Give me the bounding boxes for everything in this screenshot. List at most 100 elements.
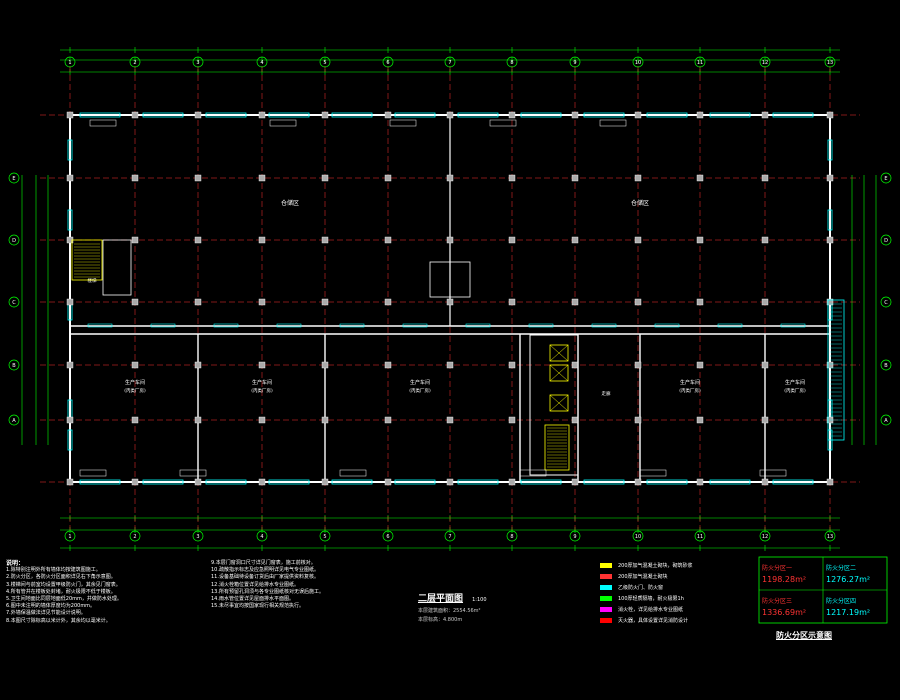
- grid-bubble-label: 10: [635, 60, 641, 66]
- column: [508, 478, 516, 486]
- note-line: 12.消火栓箱位置详见给排水专业图纸。: [211, 581, 299, 588]
- room-labels: 仓储区 仓储区 生产车间 (丙类厂房) 生产车间 (丙类厂房) 生产车间 (丙类…: [88, 199, 806, 397]
- room-label-bottom-5-sub: (丙类厂房): [784, 387, 806, 394]
- grid-bubble-label: 3: [196, 534, 199, 540]
- grid-bubble-label: D: [884, 238, 888, 244]
- column: [761, 361, 769, 369]
- legend-swatch: [600, 563, 612, 568]
- grid-bubble: [129, 56, 141, 68]
- legend-text: 灭火器，具体设置详见消防设计: [618, 618, 689, 624]
- door-tag: [599, 119, 627, 127]
- notes-right-column: 9.本层门窗洞口尺寸详见门窗表，施工前核对。10.疏散指示标志及应急照明详见电气…: [211, 560, 421, 610]
- column: [508, 236, 516, 244]
- grid-bubble-label: 13: [827, 534, 833, 540]
- grid-bubble-label: 2: [133, 60, 136, 66]
- window: [520, 112, 562, 118]
- shaft: [429, 261, 471, 298]
- column: [571, 111, 579, 119]
- column: [66, 111, 74, 119]
- column: [194, 478, 202, 486]
- window: [709, 112, 751, 118]
- door-tag: [179, 469, 207, 477]
- fire-zone-caption: 防火分区示意图: [776, 631, 832, 640]
- column: [258, 111, 266, 119]
- window: [772, 479, 814, 485]
- column: [321, 478, 329, 486]
- elevator: [549, 344, 569, 362]
- column: [384, 174, 392, 182]
- column: [446, 174, 454, 182]
- grid-bubble: [382, 530, 394, 542]
- column: [446, 478, 454, 486]
- grid-bubble-label: C: [12, 300, 16, 306]
- window: [520, 479, 562, 485]
- window: [268, 479, 310, 485]
- fire-zone-name: 防火分区二: [826, 564, 856, 572]
- column: [826, 174, 834, 182]
- legend-text: 200厚加气混凝土砌块，砌筑砂浆: [618, 563, 693, 569]
- column: [761, 478, 769, 486]
- column: [321, 111, 329, 119]
- column: [696, 298, 704, 306]
- door-tag: [759, 469, 787, 477]
- grid-bubble-label: E: [884, 176, 887, 182]
- grid-bubble-label: 8: [510, 60, 513, 66]
- column: [258, 174, 266, 182]
- grid-bubble-label: 4: [260, 60, 263, 66]
- column: [696, 361, 704, 369]
- fire-zone-name: 防火分区一: [762, 564, 792, 572]
- grid-bubble-label: 9: [573, 60, 576, 66]
- note-line: 11.设备基础待设备订货后由厂家提供资料复核。: [211, 574, 319, 581]
- door-tag: [89, 119, 117, 127]
- grid-bubble-label: 5: [323, 534, 326, 540]
- window: [276, 323, 302, 328]
- column: [194, 416, 202, 424]
- room-label-top-right: 仓储区: [631, 199, 649, 207]
- column: [761, 298, 769, 306]
- grid-bubble: [569, 530, 581, 542]
- note-line: 10.疏散指示标志及应急照明详见电气专业图纸。: [211, 567, 319, 574]
- column: [194, 298, 202, 306]
- note-line: 7.外墙保温做法详见节能设计说明。: [6, 610, 86, 617]
- grid-bubble: [824, 530, 836, 542]
- window: [79, 112, 121, 118]
- window: [79, 479, 121, 485]
- window: [205, 479, 247, 485]
- note-line: 5.卫生间地面比同层地面低20mm，并做防水处理。: [6, 596, 122, 603]
- grid-bubble: [632, 530, 644, 542]
- grid-bubble-label: 3: [196, 60, 199, 66]
- column: [446, 361, 454, 369]
- legend-item: 200厚加气混凝土砌块，砌筑砂浆: [600, 560, 750, 571]
- grid-bubble-label: B: [12, 363, 16, 369]
- door-tag: [339, 469, 367, 477]
- grid-bubble: [129, 530, 141, 542]
- window: [457, 479, 499, 485]
- fire-zone-grid: 防火分区一1198.28m²防火分区二1276.27m²防火分区三1336.69…: [758, 556, 888, 624]
- window: [213, 323, 239, 328]
- legend-text: 乙级防火门、防火窗: [618, 585, 664, 591]
- design-notes: 说明： 1.除特别注明外所有墙体均按建筑图施工。2.防火分区，各防火分区面积详见…: [6, 560, 426, 625]
- elevator-cross: [549, 394, 569, 412]
- column: [508, 416, 516, 424]
- grid-bubble: [694, 530, 706, 542]
- note-line: 4.所有管井在楼板处封堵，耐火极限不低于楼板。: [6, 588, 116, 595]
- column: [66, 416, 74, 424]
- elevation-line: 本层标高：4.800m: [418, 617, 463, 623]
- grid-bubble: [694, 56, 706, 68]
- column: [571, 478, 579, 486]
- window: [772, 112, 814, 118]
- column: [571, 236, 579, 244]
- column: [131, 298, 139, 306]
- columns: [66, 111, 834, 486]
- column: [634, 361, 642, 369]
- column: [384, 416, 392, 424]
- column: [384, 111, 392, 119]
- legend-item: 灭火器，具体设置详见消防设计: [600, 615, 750, 626]
- room-label-bottom-2: 生产车间: [252, 379, 272, 386]
- grid-bubble: [8, 296, 20, 308]
- column: [131, 174, 139, 182]
- column: [446, 416, 454, 424]
- column: [634, 236, 642, 244]
- note-line: 13.所有预留孔洞须与各专业图纸核对无误后施工。: [211, 588, 324, 595]
- note-line: 15.未尽事宜均按国家现行相关规范执行。: [211, 603, 304, 610]
